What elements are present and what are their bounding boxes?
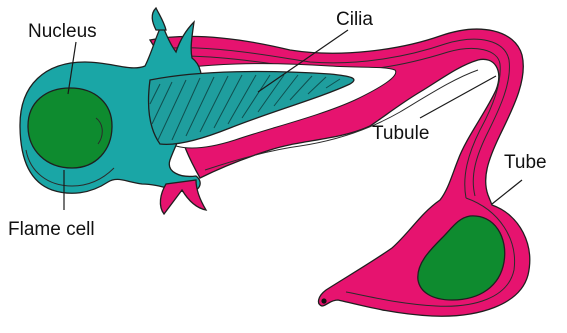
tubule-label: Tubule bbox=[372, 123, 429, 144]
excretory-pore bbox=[321, 298, 326, 303]
tube-leader bbox=[492, 180, 522, 204]
cilia-label: Cilia bbox=[336, 9, 373, 30]
cell-tuft-top bbox=[152, 8, 166, 30]
nucleus-label: Nucleus bbox=[28, 21, 97, 42]
tube-label: Tube bbox=[504, 152, 547, 173]
flame-cell-label: Flame cell bbox=[8, 219, 95, 240]
nucleus bbox=[28, 88, 112, 168]
